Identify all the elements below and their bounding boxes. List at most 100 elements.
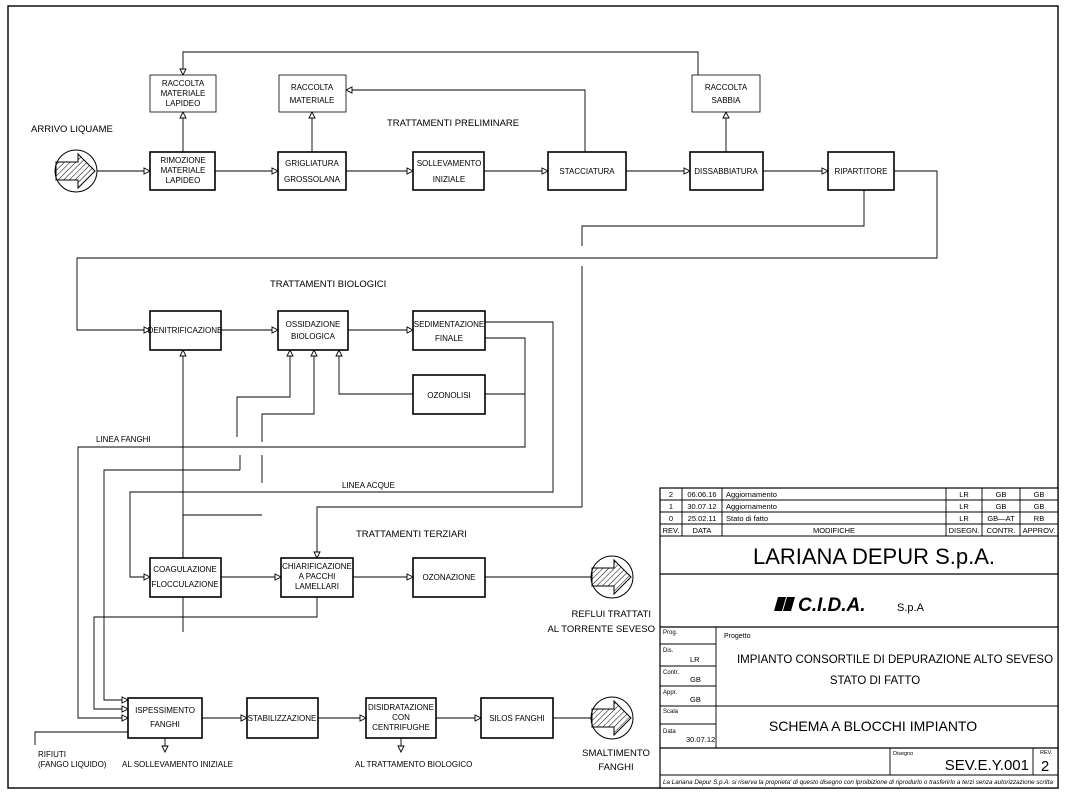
box-label: RIMOZIONE <box>160 156 205 165</box>
waste-label-2: (FANGO LIQUIDO) <box>38 760 107 769</box>
box-label: RACCOLTA <box>705 83 748 92</box>
box-label: OZONOLISI <box>427 391 471 400</box>
revision-table: 2 06.06.16 Aggiornamento LR GB GB 1 30.0… <box>660 488 1058 537</box>
section-title-tertiary: TRATTAMENTI TERZIARI <box>356 529 467 540</box>
box-raccolta-sabbia <box>691 74 761 113</box>
contr-value: GB <box>690 675 701 684</box>
box-label: GROSSOLANA <box>284 175 341 184</box>
header-contr: CONTR. <box>987 526 1016 535</box>
drawing-number: SEV.E.Y.001 <box>945 757 1029 774</box>
drawing-title: SCHEMA A BLOCCHI IMPIANTO <box>769 718 977 734</box>
box-label: LAMELLARI <box>295 582 339 591</box>
box-label: CHIARIFICAZIONE <box>282 562 352 571</box>
date-cell: 30.07.12 <box>687 502 716 511</box>
disegn-cell: LR <box>959 514 969 523</box>
project-title-line2: STATO DI FATTO <box>830 675 920 687</box>
box-label: FINALE <box>435 334 463 343</box>
contr-cell: GB <box>996 490 1007 499</box>
title-block-frame <box>659 487 1059 789</box>
box-label: OSSIDAZIONE <box>286 320 341 329</box>
date-cell: 25.02.11 <box>688 514 717 523</box>
effluent-label-1: REFLUI TRATTATI <box>571 609 651 620</box>
sludge-outlet-symbol <box>590 696 634 740</box>
box-label: MATERIALE <box>290 96 335 105</box>
arrival-label: ARRIVO LIQUAME <box>31 124 113 135</box>
disposal-label-2: FANGHI <box>598 762 633 773</box>
sheet-border <box>7 5 1059 789</box>
box-label: FANGHI <box>150 720 180 729</box>
box-label: RACCOLTA <box>162 79 205 88</box>
cida-logo-icon: C.I.D.A. S.p.A <box>774 595 925 616</box>
header-modifiche: MODIFICHE <box>813 526 855 535</box>
box-label: DISSABBIATURA <box>694 167 758 176</box>
box-ozonolisi <box>412 374 486 415</box>
effluent-label-2: AL TORRENTE SEVESO <box>547 624 655 635</box>
box-dissabbiatura <box>689 151 764 191</box>
contr-cell: GB—AT <box>987 514 1015 523</box>
box-label: MATERIALE <box>161 166 206 175</box>
header-approv: APPROV. <box>1023 526 1056 535</box>
section-title-biological: TRATTAMENTI BIOLOGICI <box>270 279 386 290</box>
waste-label-1: RIFIUTI <box>38 750 66 759</box>
logo-text: C.I.D.A. <box>798 595 866 616</box>
header-rev: REV. <box>663 526 680 535</box>
rev-cell: 1 <box>669 502 673 511</box>
appr-value: GB <box>690 695 701 704</box>
prog-label: Prog. <box>663 630 678 636</box>
box-label: SEDIMENTAZIONE <box>414 320 485 329</box>
to-bio-label: AL TRATTAMENTO BIOLOGICO <box>355 760 472 769</box>
box-label: GRIGLIATURA <box>285 159 339 168</box>
rev-cell: 0 <box>669 514 673 523</box>
process-boxes: RACCOLTA MATERIALE LAPIDEO RACCOLTA MATE… <box>127 74 895 739</box>
section-title-preliminary: TRATTAMENTI PRELIMINARE <box>387 118 519 129</box>
box-grigliatura <box>277 151 347 191</box>
sludge-line-label: LINEA FANGHI <box>96 435 151 444</box>
disegno-label: Disegno <box>893 751 913 757</box>
modifiche-cell: Aggiornamento <box>726 502 777 511</box>
box-label: BIOLOGICA <box>291 332 336 341</box>
box-coagulazione <box>149 557 222 598</box>
rev-cell: 2 <box>669 490 673 499</box>
diagram-labels: ARRIVO LIQUAME TRATTAMENTI PRELIMINARE T… <box>31 118 655 773</box>
box-ispessimento <box>127 697 203 739</box>
flow-lines <box>34 51 938 752</box>
date-cell: 06.06.16 <box>687 490 716 499</box>
box-stabilizzazione <box>246 697 319 739</box>
company-name: LARIANA DEPUR S.p.A. <box>753 544 995 569</box>
appr-label: Appr. <box>663 690 677 696</box>
modifiche-cell: Aggiornamento <box>726 490 777 499</box>
box-label: MATERIALE <box>161 89 206 98</box>
contr-cell: GB <box>996 502 1007 511</box>
disposal-label-1: SMALTIMENTO <box>582 748 650 759</box>
logo-suffix: S.p.A <box>897 602 925 614</box>
water-line-label: LINEA ACQUE <box>342 481 395 490</box>
box-silos <box>480 697 554 739</box>
progetto-label: Progetto <box>724 633 751 640</box>
box-label: ISPESSIMENTO <box>135 706 195 715</box>
approv-cell: GB <box>1034 490 1045 499</box>
box-label: STACCIATURA <box>559 167 615 176</box>
box-label: CON <box>392 713 410 722</box>
box-ozonazione <box>412 557 486 598</box>
title-block: 2 06.06.16 Aggiornamento LR GB GB 1 30.0… <box>659 487 1059 789</box>
disegn-cell: LR <box>959 490 969 499</box>
box-denitrificazione <box>149 310 222 351</box>
box-sollevamento <box>412 151 485 191</box>
box-label: DISIDRATAZIONE <box>368 703 434 712</box>
box-ripartitore <box>827 151 895 191</box>
box-label: DENITRIFICAZIONE <box>148 326 223 335</box>
box-raccolta-materiale <box>278 74 347 113</box>
box-stacciatura <box>547 151 627 191</box>
box-label: STABILIZZAZIONE <box>248 714 317 723</box>
box-label: SOLLEVAMENTO <box>417 159 482 168</box>
box-label: SABBIA <box>712 96 742 105</box>
footer-disclaimer: La Lariana Depur S.p.A. si riserva la pr… <box>663 780 1054 786</box>
header-disegn: DISEGN. <box>949 526 980 535</box>
arrowheads <box>121 68 830 754</box>
to-lifting-label: AL SOLLEVAMENTO INIZIALE <box>122 760 233 769</box>
box-disidratazione <box>365 697 437 739</box>
box-raccolta-lapideo <box>149 74 217 113</box>
contr-label: Contr. <box>663 670 679 676</box>
data-value: 30.07.12 <box>686 735 715 744</box>
